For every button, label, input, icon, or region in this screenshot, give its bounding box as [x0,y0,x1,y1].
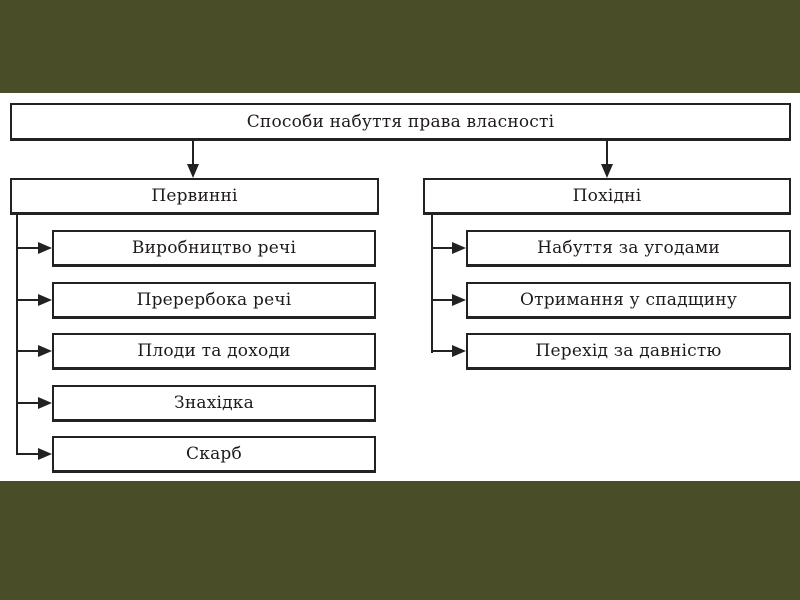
branch-line [17,350,38,352]
arrow-down-icon [187,164,199,178]
branch-line [17,247,38,249]
primary-box: Первинні [10,178,379,215]
primary-item-label: Плоди та доходи [137,341,291,361]
primary-item-box: Плоди та доходи [52,333,376,370]
connector-line [606,141,608,165]
derivative-item-label: Набуття за угодами [537,238,720,258]
root-box: Способи набуття права власності [10,103,791,141]
arrow-right-icon [452,242,466,254]
derivative-item-box: Отримання у спадщину [466,282,791,319]
derivative-item-label: Отримання у спадщину [519,290,738,310]
arrow-right-icon [38,448,52,460]
primary-item-label: Скарб [186,444,242,464]
derivative-item-box: Перехід за давністю [466,333,791,370]
branch-line [432,350,452,352]
arrow-right-icon [38,294,52,306]
branch-line [17,453,38,455]
arrow-right-icon [38,345,52,357]
primary-title: Первинні [151,186,238,206]
primary-item-box: Знахідка [52,385,376,422]
branch-line [432,299,452,301]
derivative-title: Похідні [572,186,642,206]
primary-item-box: Прерербока речі [52,282,376,319]
arrow-down-icon [601,164,613,178]
primary-item-box: Виробництво речі [52,230,376,267]
arrow-right-icon [38,397,52,409]
primary-item-label: Знахідка [174,393,254,413]
arrow-right-icon [452,294,466,306]
primary-item-box: Скарб [52,436,376,473]
primary-trunk-line [16,215,18,455]
derivative-item-box: Набуття за угодами [466,230,791,267]
branch-line [17,402,38,404]
branch-line [17,299,38,301]
primary-item-label: Прерербока речі [136,290,292,310]
derivative-item-label: Перехід за давністю [535,341,722,361]
derivative-box: Похідні [423,178,791,215]
arrow-right-icon [38,242,52,254]
arrow-right-icon [452,345,466,357]
connector-line [192,141,194,165]
primary-item-label: Виробництво речі [131,238,297,258]
branch-line [432,247,452,249]
derivative-trunk-line [431,215,433,353]
root-label: Способи набуття права власності [246,111,555,132]
